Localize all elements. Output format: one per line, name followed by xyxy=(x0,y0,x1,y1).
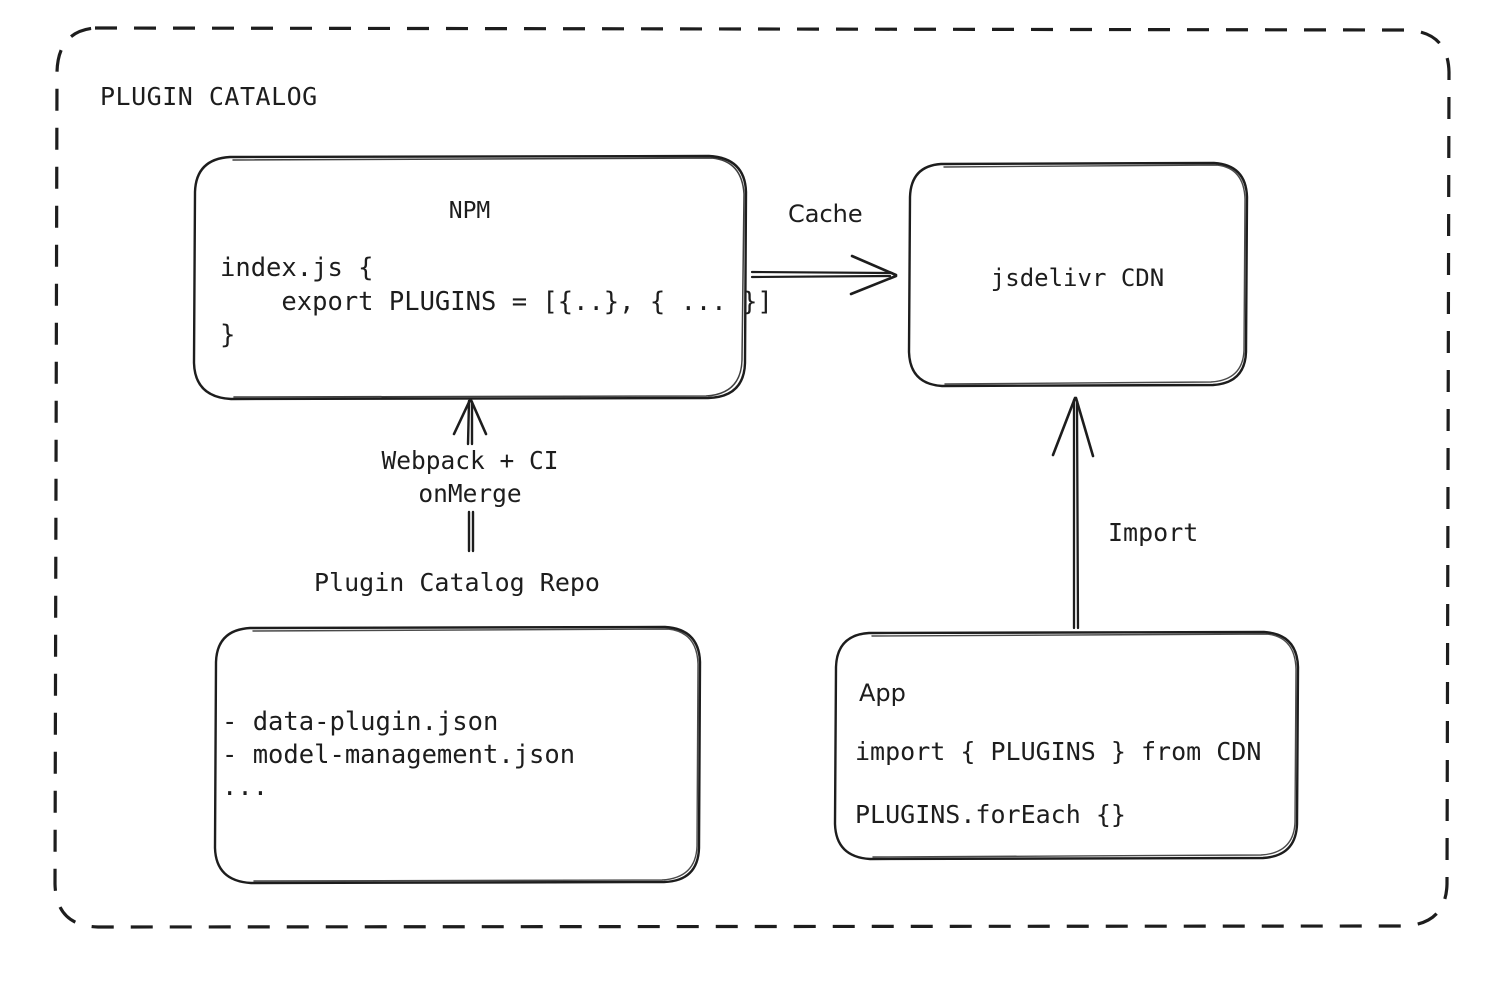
cdn-node-shape xyxy=(907,161,1249,388)
npm-node-title: NPM xyxy=(448,198,491,224)
plugin-catalog-container xyxy=(53,26,1451,929)
app-node-foreach-line: PLUGINS.forEach {} xyxy=(855,800,1126,829)
repo-node-file-list: - data-plugin.json - model-management.js… xyxy=(222,707,576,803)
repo-node-shape xyxy=(213,625,702,885)
app-node-shape xyxy=(833,630,1300,861)
app-node-import-line: import { PLUGINS } from CDN xyxy=(855,737,1262,766)
import-edge-label: Import xyxy=(1108,518,1199,547)
npm-node-code: index.js { export PLUGINS = [{..}, { ...… xyxy=(220,253,773,351)
page-title: PLUGIN CATALOG xyxy=(100,82,318,111)
import-arrow xyxy=(1051,396,1095,630)
npm-node-shape xyxy=(192,154,748,401)
repo-node-title: Plugin Catalog Repo xyxy=(314,568,600,597)
cache-arrow xyxy=(750,254,898,296)
webpack-arrow xyxy=(452,398,488,553)
cache-edge-label: Cache xyxy=(788,200,863,228)
cdn-node-title: jsdelivr CDN xyxy=(990,264,1165,292)
webpack-edge-label: Webpack + CI onMerge xyxy=(381,446,559,509)
app-node-title: App xyxy=(859,679,906,707)
